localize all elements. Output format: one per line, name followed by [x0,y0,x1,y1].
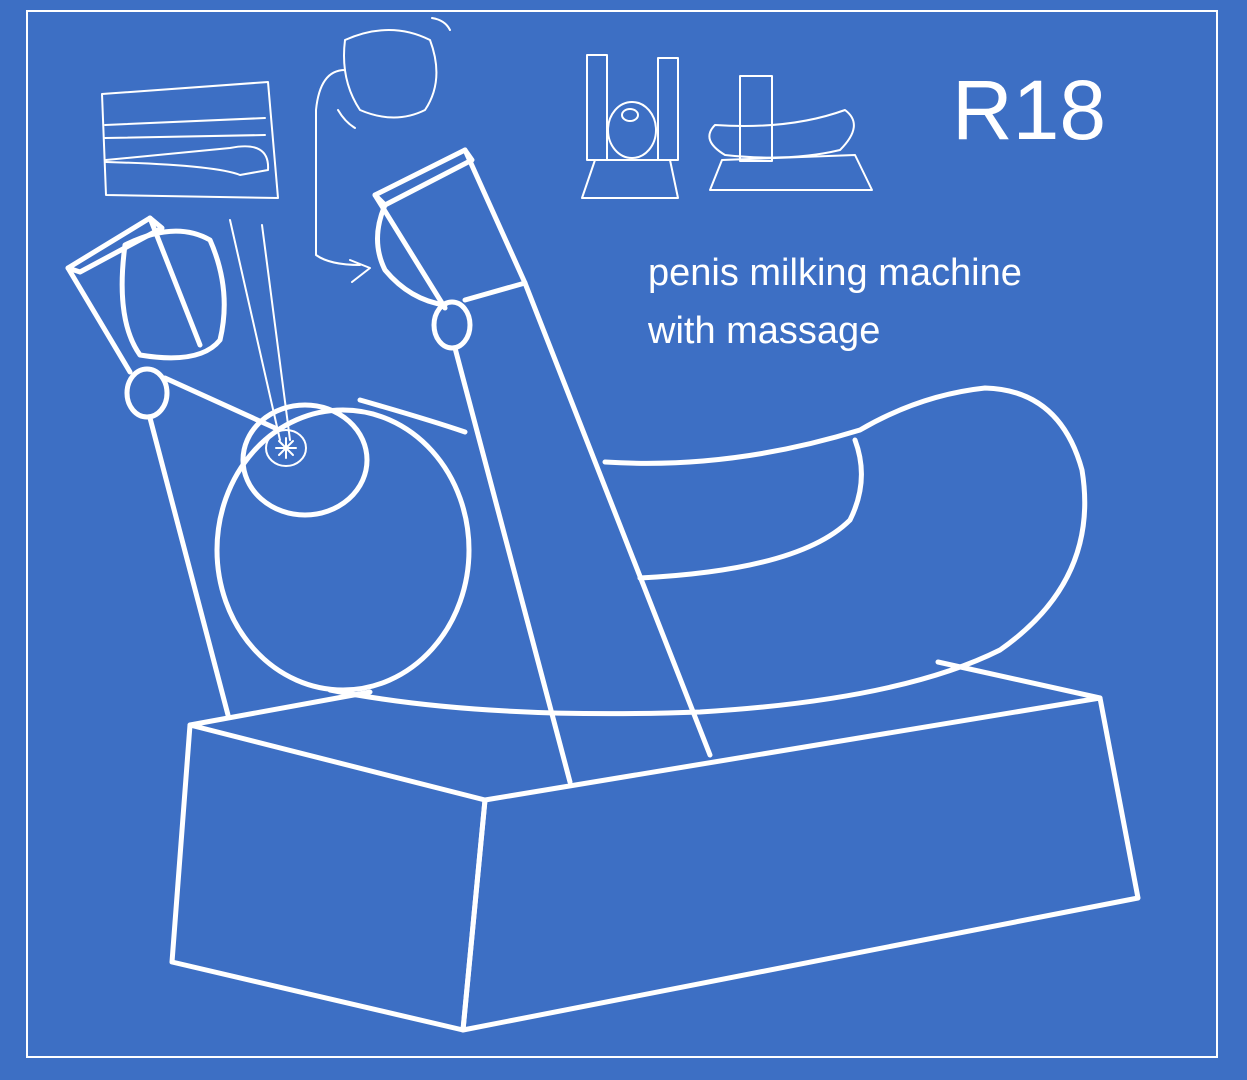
caption-line-1: penis milking machine [648,252,1022,294]
inset-front-view-sketch [581,54,679,199]
sphere-chamber [214,402,472,693]
inset-screen-sketch [101,81,291,441]
left-arm [65,215,278,718]
blueprint-frame [26,10,1218,1058]
diagram-caption: penis milking machine with massage [648,244,1022,360]
inset-head-sketch [315,17,451,283]
caption-line-2: with massage [648,310,881,352]
right-arm [372,147,713,785]
inset-side-view-sketch [708,75,873,191]
rating-label: R18 [952,63,1107,157]
curved-tube [327,385,1088,717]
base-box [169,659,1141,1033]
